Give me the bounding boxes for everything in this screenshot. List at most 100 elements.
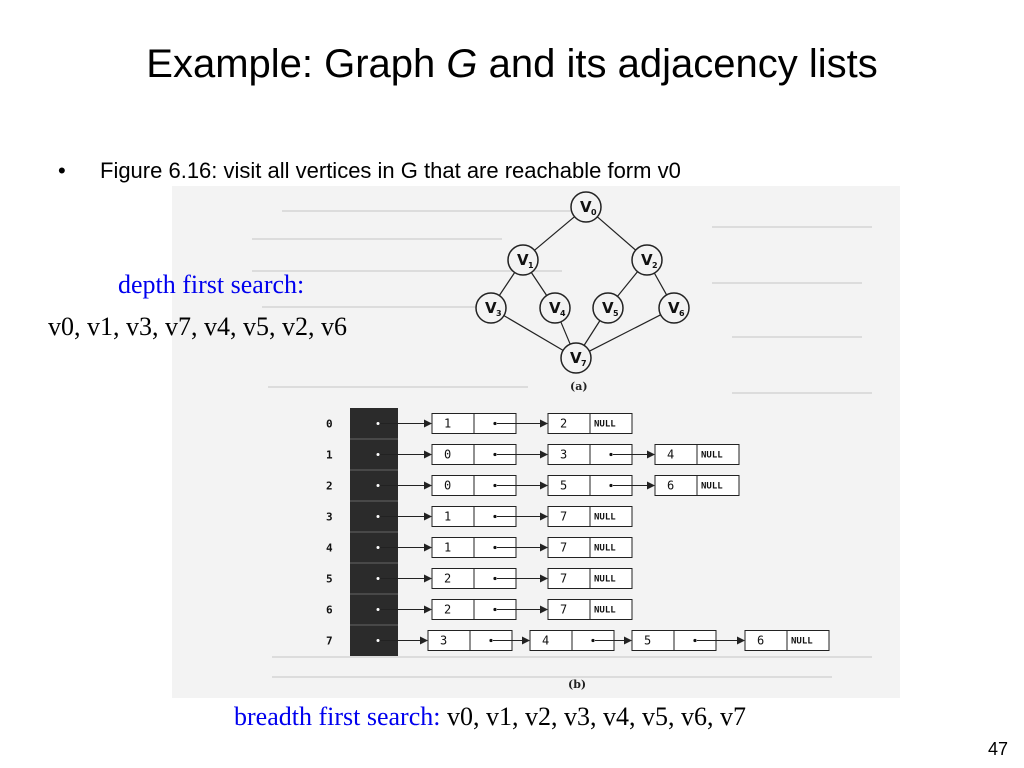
graph-edge bbox=[498, 272, 516, 296]
null-label: NULL bbox=[594, 575, 616, 585]
node-pointer bbox=[693, 638, 697, 643]
null-label: NULL bbox=[594, 606, 616, 616]
bfs-label: breadth first search: bbox=[234, 702, 441, 731]
graph-edge bbox=[653, 272, 668, 296]
node-value: 1 bbox=[444, 510, 451, 524]
vertex-subscript: 0 bbox=[591, 208, 597, 217]
node-pointer bbox=[609, 483, 613, 488]
scanned-figure-background bbox=[172, 186, 900, 698]
page-number: 47 bbox=[987, 739, 1008, 759]
null-label: NULL bbox=[594, 544, 616, 554]
node-value: 2 bbox=[444, 572, 451, 586]
vertex-label: V bbox=[602, 299, 614, 317]
vertex-label: V bbox=[549, 299, 561, 317]
bullet-point: • Figure 6.16: visit all vertices in G th… bbox=[58, 158, 681, 184]
node-value: 3 bbox=[560, 448, 567, 462]
vertex-index: 2 bbox=[326, 480, 333, 493]
node-pointer bbox=[493, 545, 497, 550]
node-pointer bbox=[591, 638, 595, 643]
vertex-index: 1 bbox=[326, 449, 333, 462]
bfs-line: breadth first search: v0, v1, v2, v3, v4… bbox=[234, 702, 746, 732]
node-value: 1 bbox=[444, 417, 451, 431]
vertex-index: 3 bbox=[326, 511, 333, 524]
vertex-subscript: 3 bbox=[496, 309, 502, 318]
node-pointer bbox=[493, 452, 497, 457]
graph-edge bbox=[589, 314, 661, 352]
null-label: NULL bbox=[701, 482, 723, 492]
vertex-subscript: 4 bbox=[560, 309, 566, 318]
bullet-symbol: • bbox=[58, 158, 66, 183]
graph-edge bbox=[616, 271, 639, 297]
graph-vertex bbox=[658, 292, 690, 324]
null-label: NULL bbox=[594, 513, 616, 523]
head-pointer bbox=[376, 453, 380, 456]
node-pointer bbox=[493, 421, 497, 426]
graph-vertex bbox=[475, 292, 507, 324]
vertex-index: 0 bbox=[326, 418, 333, 431]
title-graph-name: G bbox=[446, 42, 478, 86]
bullet-text: Figure 6.16: visit all vertices in G tha… bbox=[100, 158, 681, 183]
graph-vertex bbox=[631, 244, 663, 276]
vertex-index: 6 bbox=[326, 604, 333, 617]
head-pointer bbox=[376, 422, 380, 425]
node-pointer bbox=[493, 514, 497, 519]
node-value: 6 bbox=[667, 479, 674, 493]
title-text-before: Example: Graph bbox=[146, 42, 447, 86]
node-value: 6 bbox=[757, 634, 764, 648]
node-value: 1 bbox=[444, 541, 451, 555]
null-label: NULL bbox=[701, 451, 723, 461]
node-value: 2 bbox=[444, 603, 451, 617]
vertex-index: 5 bbox=[326, 573, 333, 586]
title-text-after: and its adjacency lists bbox=[477, 42, 878, 86]
vertex-label: V bbox=[570, 349, 582, 367]
dfs-label: depth first search: bbox=[118, 270, 305, 299]
vertex-index: 4 bbox=[326, 542, 333, 555]
graph-vertex bbox=[539, 292, 571, 324]
node-value: 0 bbox=[444, 479, 451, 493]
graph-edge bbox=[596, 216, 637, 251]
bfs-sequence: v0, v1, v2, v3, v4, v5, v6, v7 bbox=[440, 702, 746, 731]
vertex-subscript: 5 bbox=[613, 309, 619, 318]
graph-edge bbox=[503, 315, 564, 351]
caption-a: (a) bbox=[570, 380, 588, 393]
graph-edge bbox=[583, 320, 601, 346]
node-value: 4 bbox=[667, 448, 674, 462]
vertex-label: V bbox=[485, 299, 497, 317]
node-value: 7 bbox=[560, 603, 567, 617]
node-value: 7 bbox=[560, 510, 567, 524]
node-value: 0 bbox=[444, 448, 451, 462]
node-value: 5 bbox=[560, 479, 567, 493]
null-label: NULL bbox=[791, 637, 813, 647]
node-value: 5 bbox=[644, 634, 651, 648]
node-value: 7 bbox=[560, 572, 567, 586]
node-pointer bbox=[493, 607, 497, 612]
vertex-label: V bbox=[517, 251, 529, 269]
node-value: 4 bbox=[542, 634, 549, 648]
head-pointer bbox=[376, 484, 380, 487]
graph-vertex bbox=[560, 342, 592, 374]
null-label: NULL bbox=[594, 420, 616, 430]
vertex-label: V bbox=[641, 251, 653, 269]
head-pointer bbox=[376, 515, 380, 518]
caption-b: (b) bbox=[568, 678, 586, 691]
graph-vertex bbox=[592, 292, 624, 324]
vertex-subscript: 6 bbox=[679, 309, 685, 318]
vertex-subscript: 1 bbox=[528, 261, 534, 270]
vertex-index: 7 bbox=[326, 635, 333, 648]
slide-title: Example: Graph G and its adjacency lists bbox=[0, 42, 1024, 87]
vertex-label: V bbox=[668, 299, 680, 317]
node-value: 7 bbox=[560, 541, 567, 555]
node-pointer bbox=[489, 638, 493, 643]
vertex-subscript: 7 bbox=[581, 359, 587, 368]
graph-vertex bbox=[507, 244, 539, 276]
node-pointer bbox=[609, 452, 613, 457]
graph-edge bbox=[534, 216, 575, 251]
head-pointer bbox=[376, 639, 380, 642]
head-pointer bbox=[376, 608, 380, 611]
head-pointer bbox=[376, 577, 380, 580]
node-pointer bbox=[493, 576, 497, 581]
vertex-subscript: 2 bbox=[652, 261, 658, 270]
graph-vertex bbox=[570, 191, 602, 223]
node-pointer bbox=[493, 483, 497, 488]
